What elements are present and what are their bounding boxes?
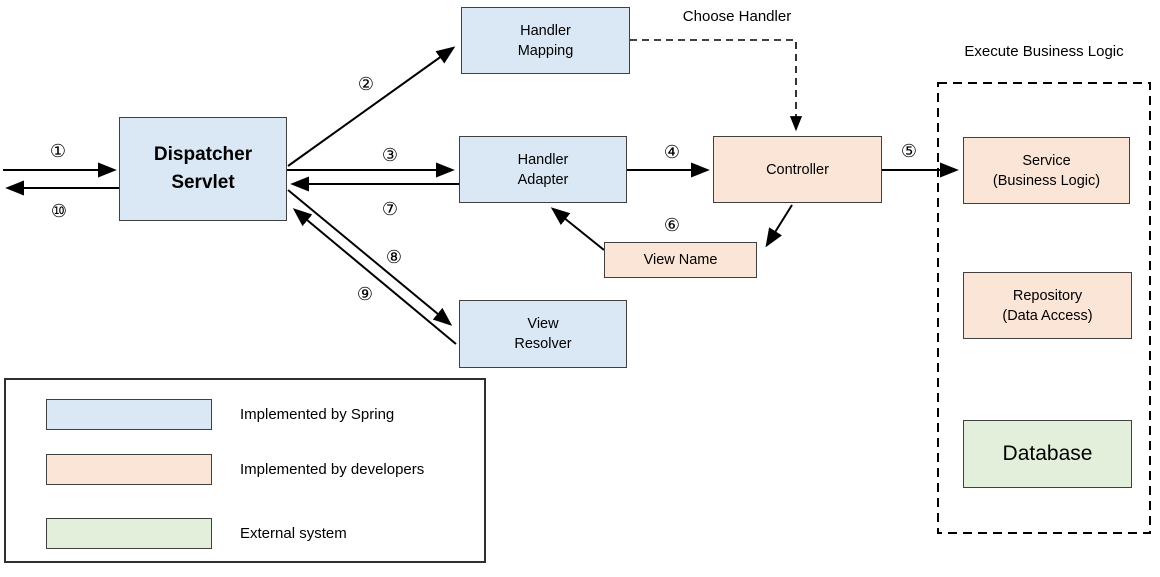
arrow-controller-to-view-name (765, 204, 793, 248)
node-label-line: Service (1022, 152, 1071, 169)
step-6-badge: ⑥ (663, 215, 681, 235)
node-label-line: Resolver (514, 336, 572, 352)
arrow-step-8-to-view-resolver (287, 189, 453, 326)
choose-handler-label: Choose Handler (682, 8, 792, 25)
execute-business-logic-label: Execute Business Logic (964, 43, 1124, 60)
node-label-line: View (527, 316, 559, 332)
legend-item-developers: Implemented by developers (46, 454, 424, 485)
node-label-line: Mapping (517, 42, 574, 59)
legend: Implemented by Spring Implemented by dev… (4, 378, 486, 563)
execute-business-logic-boundary (937, 82, 1151, 534)
arrow-step-9-back-to-dispatcher (292, 208, 457, 345)
legend-item-external: External system (46, 518, 347, 549)
step-1-badge: ① (49, 141, 67, 161)
node-label-line: Adapter (517, 171, 569, 188)
step-4-badge: ④ (663, 142, 681, 162)
dispatcher-servlet-node: Dispatcher Servlet (119, 117, 287, 221)
handler-mapping-node: Handler Mapping (461, 7, 630, 74)
step-3-badge: ③ (381, 145, 399, 165)
controller-node: Controller (713, 136, 882, 203)
database-node: Database (963, 420, 1132, 488)
step-5-badge: ⑤ (900, 141, 918, 161)
handler-adapter-node: Handler Adapter (459, 136, 627, 203)
node-label-line: Controller (766, 161, 829, 178)
arrow-view-name-to-handler-adapter (550, 207, 605, 251)
legend-label: Implemented by developers (240, 461, 425, 478)
legend-label: Implemented by Spring (240, 406, 395, 423)
step-8-badge: ⑧ (385, 247, 403, 267)
node-label-line: Database (1002, 441, 1093, 465)
node-label-line: Repository (1012, 287, 1083, 304)
legend-swatch-spring (46, 399, 212, 430)
repository-node: Repository (Data Access) (963, 272, 1132, 339)
arrow-step-2-to-handler-mapping (287, 46, 456, 167)
node-label-line: (Business Logic) (992, 172, 1101, 189)
node-label-line: (Data Access) (1002, 307, 1093, 324)
node-label-line: Handler (520, 22, 571, 39)
step-10-badge: ⑩ (50, 201, 68, 221)
view-resolver-node: View Resolver (459, 300, 627, 368)
dashed-arrow-choose-handler (630, 39, 803, 132)
node-label-line: Handler (517, 151, 569, 168)
step-9-badge: ⑨ (356, 284, 374, 304)
node-label-line: View Name (643, 252, 718, 268)
view-name-node: View Name (604, 242, 757, 278)
legend-swatch-external (46, 518, 212, 549)
service-node: Service (Business Logic) (963, 137, 1130, 204)
legend-label: External system (240, 525, 347, 542)
node-label-line: Dispatcher (153, 144, 253, 166)
legend-item-spring: Implemented by Spring (46, 399, 394, 430)
step-7-badge: ⑦ (381, 199, 399, 219)
legend-swatch-developers (46, 454, 212, 485)
step-2-badge: ② (357, 74, 375, 94)
node-label-line: Servlet (171, 172, 235, 193)
